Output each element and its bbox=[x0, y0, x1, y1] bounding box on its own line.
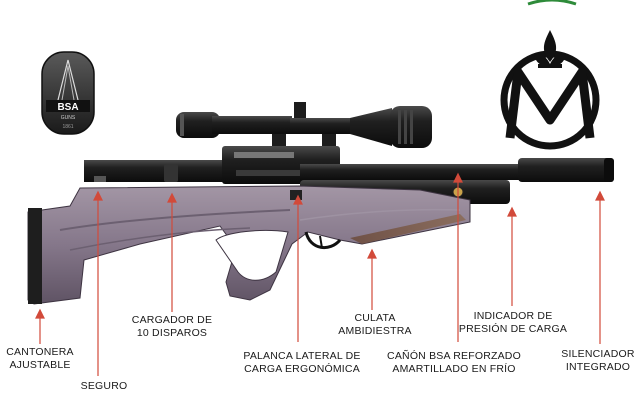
label-indicador-line2: PRESIÓN DE CARGA bbox=[458, 323, 568, 335]
scope bbox=[176, 102, 432, 152]
silencer bbox=[518, 158, 614, 182]
label-culata-line2: AMBIDIESTRA bbox=[338, 325, 412, 337]
laminated-stock bbox=[27, 185, 471, 305]
label-silenciador: SILENCIADOR INTEGRADO bbox=[558, 348, 638, 374]
green-arc bbox=[527, 0, 577, 6]
label-canon-line1: CAÑÓN BSA REFORZADO bbox=[387, 350, 521, 362]
side-lever bbox=[290, 190, 302, 200]
label-cargador-line1: CARGADOR DE bbox=[131, 314, 213, 326]
label-palanca-line2: CARGA ERGONÓMICA bbox=[244, 363, 360, 375]
label-seguro: SEGURO bbox=[76, 380, 132, 393]
label-cargador-line2: 10 DISPAROS bbox=[136, 327, 208, 339]
label-canon-line2: AMARTILLADO EN FRÍO bbox=[392, 363, 516, 375]
bsa-logo-text: BSA bbox=[57, 102, 78, 113]
magazine bbox=[164, 164, 178, 182]
label-cargador: CARGADOR DE 10 DISPAROS bbox=[124, 314, 220, 340]
label-indicador-line1: INDICADOR DE bbox=[473, 310, 553, 322]
fleur-de-lis-m-logo bbox=[500, 30, 600, 150]
label-palanca: PALANCA LATERAL DE CARGA ERGONÓMICA bbox=[240, 350, 364, 376]
label-cantonera-line2: AJUSTABLE bbox=[9, 359, 71, 371]
label-canon: CAÑÓN BSA REFORZADO AMARTILLADO EN FRÍO bbox=[384, 350, 524, 376]
label-indicador: INDICADOR DE PRESIÓN DE CARGA bbox=[454, 310, 572, 336]
bsa-logo-year: 1861 bbox=[62, 124, 73, 130]
label-seguro-line1: SEGURO bbox=[80, 380, 128, 392]
label-cantonera-line1: CANTONERA bbox=[6, 346, 74, 358]
label-cantonera: CANTONERA AJUSTABLE bbox=[4, 346, 76, 372]
label-silenciador-line1: SILENCIADOR bbox=[561, 348, 635, 360]
label-palanca-line1: PALANCA LATERAL DE bbox=[243, 350, 361, 362]
safety bbox=[94, 176, 106, 182]
bsa-logo: BSA GUNS 1861 bbox=[41, 51, 95, 135]
bsa-logo-subtext: GUNS bbox=[61, 115, 76, 121]
label-culata-line1: CULATA bbox=[354, 312, 396, 324]
callout-pointers bbox=[35, 172, 605, 376]
label-culata: CULATA AMBIDIESTRA bbox=[330, 312, 420, 338]
label-silenciador-line2: INTEGRADO bbox=[565, 361, 631, 373]
